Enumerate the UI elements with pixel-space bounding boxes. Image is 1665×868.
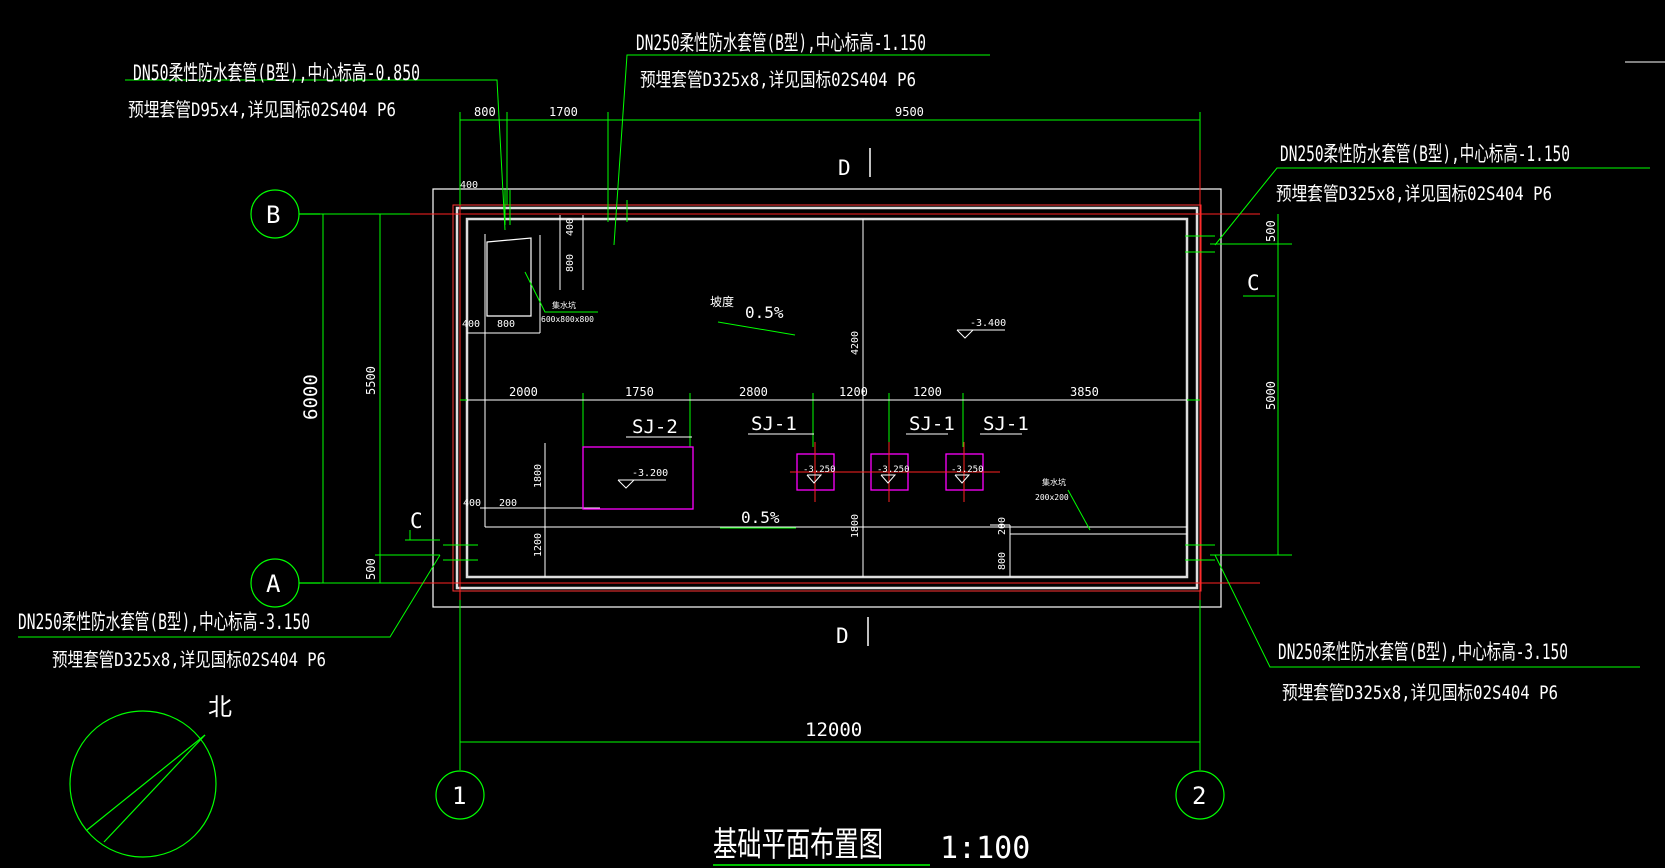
dim-mid-2000: 2000 — [509, 385, 538, 399]
label-pit-note1: 集水坑 — [552, 300, 576, 310]
note-dn250-bl-line2: 预埋套管D325x8,详见国标02S404 P6 — [52, 649, 326, 671]
wall-outer-line — [455, 206, 1199, 590]
label-sj1-a: SJ-1 — [751, 413, 797, 435]
dim-left-500: 500 — [364, 558, 378, 580]
dim-top-800: 800 — [474, 105, 496, 119]
label-sj2: SJ-2 — [632, 416, 678, 438]
wall-core-outline — [452, 204, 1202, 592]
label-sj1-c: SJ-1 — [983, 413, 1029, 435]
dim-inner-4200: 4200 — [850, 331, 861, 355]
axis-label-2: 2 — [1192, 782, 1206, 810]
label-slope-top: 0.5% — [745, 303, 784, 322]
dimension-lines — [318, 112, 1292, 770]
dim-top-9500: 9500 — [895, 105, 924, 119]
dim-inner-1800: 1800 — [533, 464, 544, 488]
pit-crosshairs — [790, 442, 1000, 502]
dim-inner-200: 200 — [499, 498, 517, 509]
note-dn250-bl-line1: DN250柔性防水套管(B型),中心标高-3.150 — [18, 610, 310, 634]
foundation-outline — [432, 188, 1222, 608]
axis-lines — [405, 150, 1260, 750]
label-section-d-top: D — [838, 156, 851, 180]
label-section-d-bottom: D — [836, 624, 849, 648]
label-pit-note2: 600x800x800 — [541, 315, 594, 324]
note-dn250-br-line2: 预埋套管D325x8,详见国标02S404 P6 — [1282, 682, 1558, 704]
dim-bottom-12000: 12000 — [805, 719, 862, 741]
axis-label-1: 1 — [452, 782, 466, 810]
label-elev-sj1a: -3.250 — [803, 465, 836, 475]
label-elev-main: -3.400 — [970, 318, 1006, 329]
note-dn250-top-line2: 预埋套管D325x8,详见国标02S404 P6 — [640, 69, 916, 91]
drawing-scale: 1:100 — [940, 831, 1030, 866]
wall-inner-line — [465, 217, 1189, 579]
label-drain-note1: 集水坑 — [1042, 477, 1066, 487]
note-dn250-br-line1: DN250柔性防水套管(B型),中心标高-3.150 — [1278, 640, 1568, 664]
note-dn250-top-line1: DN250柔性防水套管(B型),中心标高-1.150 — [636, 31, 926, 55]
dim-mid-3850: 3850 — [1070, 385, 1099, 399]
dim-pit-400-left: 400 — [462, 319, 480, 330]
dim-inner-1200: 1200 — [533, 533, 544, 557]
axis-label-b: B — [266, 201, 280, 229]
label-slope-word: 坡度 — [710, 294, 734, 309]
dim-pit-400-v: 400 — [565, 218, 576, 236]
dim-left-6000: 6000 — [300, 374, 322, 420]
note-dn50-line2: 预埋套管D95x4,详见国标02S404 P6 — [128, 99, 396, 121]
axis-label-a: A — [266, 570, 281, 598]
label-section-c-left: C — [410, 509, 423, 533]
north-arrow — [69, 710, 217, 858]
dim-pit-800-v: 800 — [565, 254, 576, 272]
leader-lines — [18, 54, 1650, 668]
label-drain-note2: 200x200 — [1035, 493, 1069, 502]
sleeve-marks — [443, 190, 1215, 561]
dim-top-1700: 1700 — [549, 105, 578, 119]
note-dn50-line1: DN50柔性防水套管(B型),中心标高-0.850 — [133, 61, 420, 85]
label-slope-bottom: 0.5% — [741, 508, 780, 527]
note-dn250-right-line1: DN250柔性防水套管(B型),中心标高-1.150 — [1280, 142, 1570, 166]
pit-sj2 — [582, 446, 694, 510]
sj-underlines — [626, 433, 1022, 438]
dim-inner-1800b: 1800 — [850, 514, 861, 538]
dim-left-5500: 5500 — [364, 366, 378, 395]
label-elev-sj1c: -3.250 — [951, 465, 984, 475]
label-elev-sj1b: -3.250 — [877, 465, 910, 475]
dim-mid-1200b: 1200 — [913, 385, 942, 399]
section-cut-marks — [867, 148, 871, 646]
label-section-c-right: C — [1247, 271, 1260, 295]
axis-bubbles — [250, 189, 1225, 820]
dim-right-500: 500 — [1264, 220, 1278, 242]
sump-pit — [486, 237, 532, 317]
elevation-symbols — [617, 329, 1005, 489]
dim-inner-400: 400 — [463, 498, 481, 509]
dim-right-5000: 5000 — [1264, 381, 1278, 410]
dim-mid-2800: 2800 — [739, 385, 768, 399]
dim-inner-200b: 200 — [997, 517, 1008, 535]
note-dn250-right-line2: 预埋套管D325x8,详见国标02S404 P6 — [1276, 183, 1552, 205]
drawing-title: 基础平面布置图 — [713, 825, 883, 865]
dim-mid-1200a: 1200 — [839, 385, 868, 399]
north-label: 北 — [208, 693, 232, 721]
label-elev-sj2: -3.200 — [632, 468, 668, 479]
dim-pit-800-h: 800 — [497, 319, 515, 330]
dim-inner-800: 800 — [997, 552, 1008, 570]
label-sj1-b: SJ-1 — [909, 413, 955, 435]
dim-pit-400: 400 — [460, 180, 478, 191]
inner-dimension-lines — [467, 215, 1187, 577]
dim-mid-1750: 1750 — [625, 385, 654, 399]
